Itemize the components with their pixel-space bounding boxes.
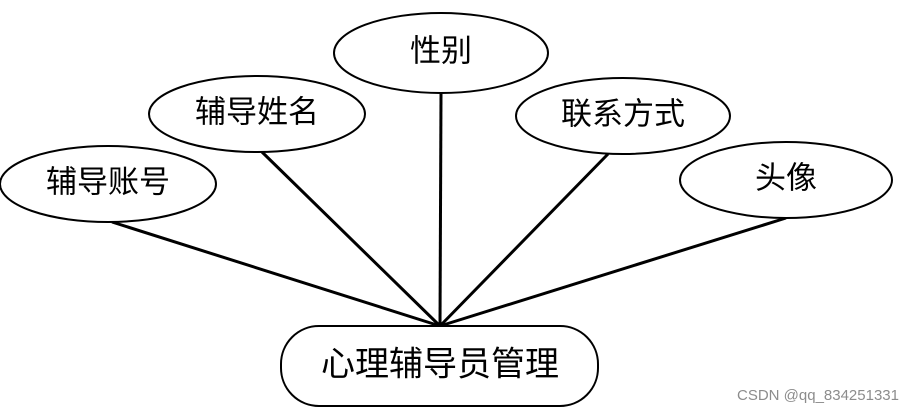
attribute-node-name: 辅导姓名 — [148, 75, 366, 153]
attribute-ellipse-account — [0, 145, 217, 223]
entity-label: 心理辅导员管理 — [321, 345, 559, 385]
attribute-label-name: 辅导姓名 — [195, 95, 319, 131]
attribute-label-gender: 性别 — [410, 34, 472, 70]
edge-contact-to-entity — [438, 152, 610, 328]
entity-box — [280, 325, 599, 407]
edge-account-to-entity — [111, 220, 441, 328]
watermark-text: CSDN @qq_834251331 — [737, 387, 899, 404]
edge-avatar-to-entity — [439, 216, 787, 328]
attribute-node-gender: 性别 — [333, 12, 549, 94]
attribute-ellipse-gender — [333, 12, 549, 94]
attribute-ellipse-name — [148, 75, 366, 153]
attribute-label-account: 辅导账号 — [46, 165, 170, 201]
edge-gender-to-entity — [438, 93, 443, 327]
connector-lines — [111, 93, 787, 328]
attribute-ellipse-contact — [515, 77, 731, 155]
attribute-label-avatar: 头像 — [755, 161, 817, 197]
attribute-node-account: 辅导账号 — [0, 145, 217, 223]
attribute-label-contact: 联系方式 — [561, 97, 685, 133]
attribute-node-contact: 联系方式 — [515, 77, 731, 155]
edge-name-to-entity — [260, 150, 442, 328]
attribute-node-avatar: 头像 — [679, 141, 893, 219]
entity-node: 心理辅导员管理 — [280, 325, 599, 407]
attribute-ellipse-avatar — [679, 141, 893, 219]
